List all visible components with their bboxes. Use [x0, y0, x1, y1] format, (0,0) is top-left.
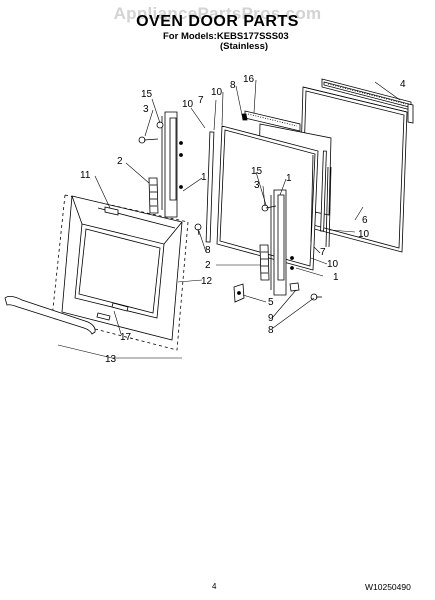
callout-8-bottom: 8 — [268, 325, 274, 336]
callout-numbers: 15 3 10 7 10 8 16 4 1 2 11 15 3 1 6 10 8… — [80, 74, 406, 365]
top-rail-part — [241, 110, 301, 132]
callout-7-right: 7 — [320, 247, 326, 258]
page-title: OVEN DOOR PARTS — [136, 13, 299, 30]
document-number: W10250490 — [365, 582, 411, 592]
callout-10-top: 10 — [211, 87, 223, 98]
callout-6: 6 — [362, 215, 368, 226]
callout-4: 4 — [400, 79, 406, 90]
callout-10-right: 10 — [358, 229, 370, 240]
model-variant-label: (Stainless) — [220, 41, 269, 52]
lower-pin-part — [289, 282, 322, 301]
callout-3-left: 3 — [143, 104, 149, 115]
callout-13: 13 — [105, 354, 117, 365]
callout-8-top: 8 — [230, 80, 236, 91]
callout-leaders — [57, 79, 401, 359]
callout-16: 16 — [243, 74, 255, 85]
callout-17: 17 — [120, 332, 132, 343]
left-hinge-assembly — [138, 111, 183, 218]
callout-7-left: 7 — [198, 95, 204, 106]
door-front-panel — [61, 195, 183, 341]
callout-10-lower: 10 — [327, 259, 339, 270]
vent-slot-part — [104, 206, 119, 216]
callout-3-right: 3 — [254, 180, 260, 191]
vent-trim-part — [321, 78, 414, 124]
screw-8-left — [194, 223, 202, 236]
model-number-line: For Models:KEBS177SSS03 — [163, 31, 289, 42]
callout-15-left: 15 — [141, 89, 153, 100]
page-number: 4 — [212, 582, 217, 591]
door-bracket-part — [233, 283, 245, 303]
callout-8-left: 8 — [205, 245, 211, 256]
watermark-text: AppliancePartsPros.com — [113, 4, 322, 23]
callout-15-right: 15 — [251, 166, 263, 177]
callout-1-top-right: 1 — [286, 173, 292, 184]
callout-1-right: 1 — [333, 272, 339, 283]
gasket-strips — [205, 131, 332, 248]
callout-2-right: 2 — [205, 260, 211, 271]
callout-11: 11 — [80, 170, 91, 181]
callout-1-left: 1 — [201, 172, 207, 183]
callout-5: 5 — [268, 297, 274, 308]
callout-2-left: 2 — [117, 156, 123, 167]
door-handle-part — [4, 296, 96, 335]
callout-9: 9 — [268, 313, 274, 324]
logo-badge-part — [96, 302, 129, 321]
callout-12: 12 — [201, 276, 213, 287]
callout-10-left: 10 — [182, 99, 194, 110]
door-outer-panel — [51, 194, 189, 351]
